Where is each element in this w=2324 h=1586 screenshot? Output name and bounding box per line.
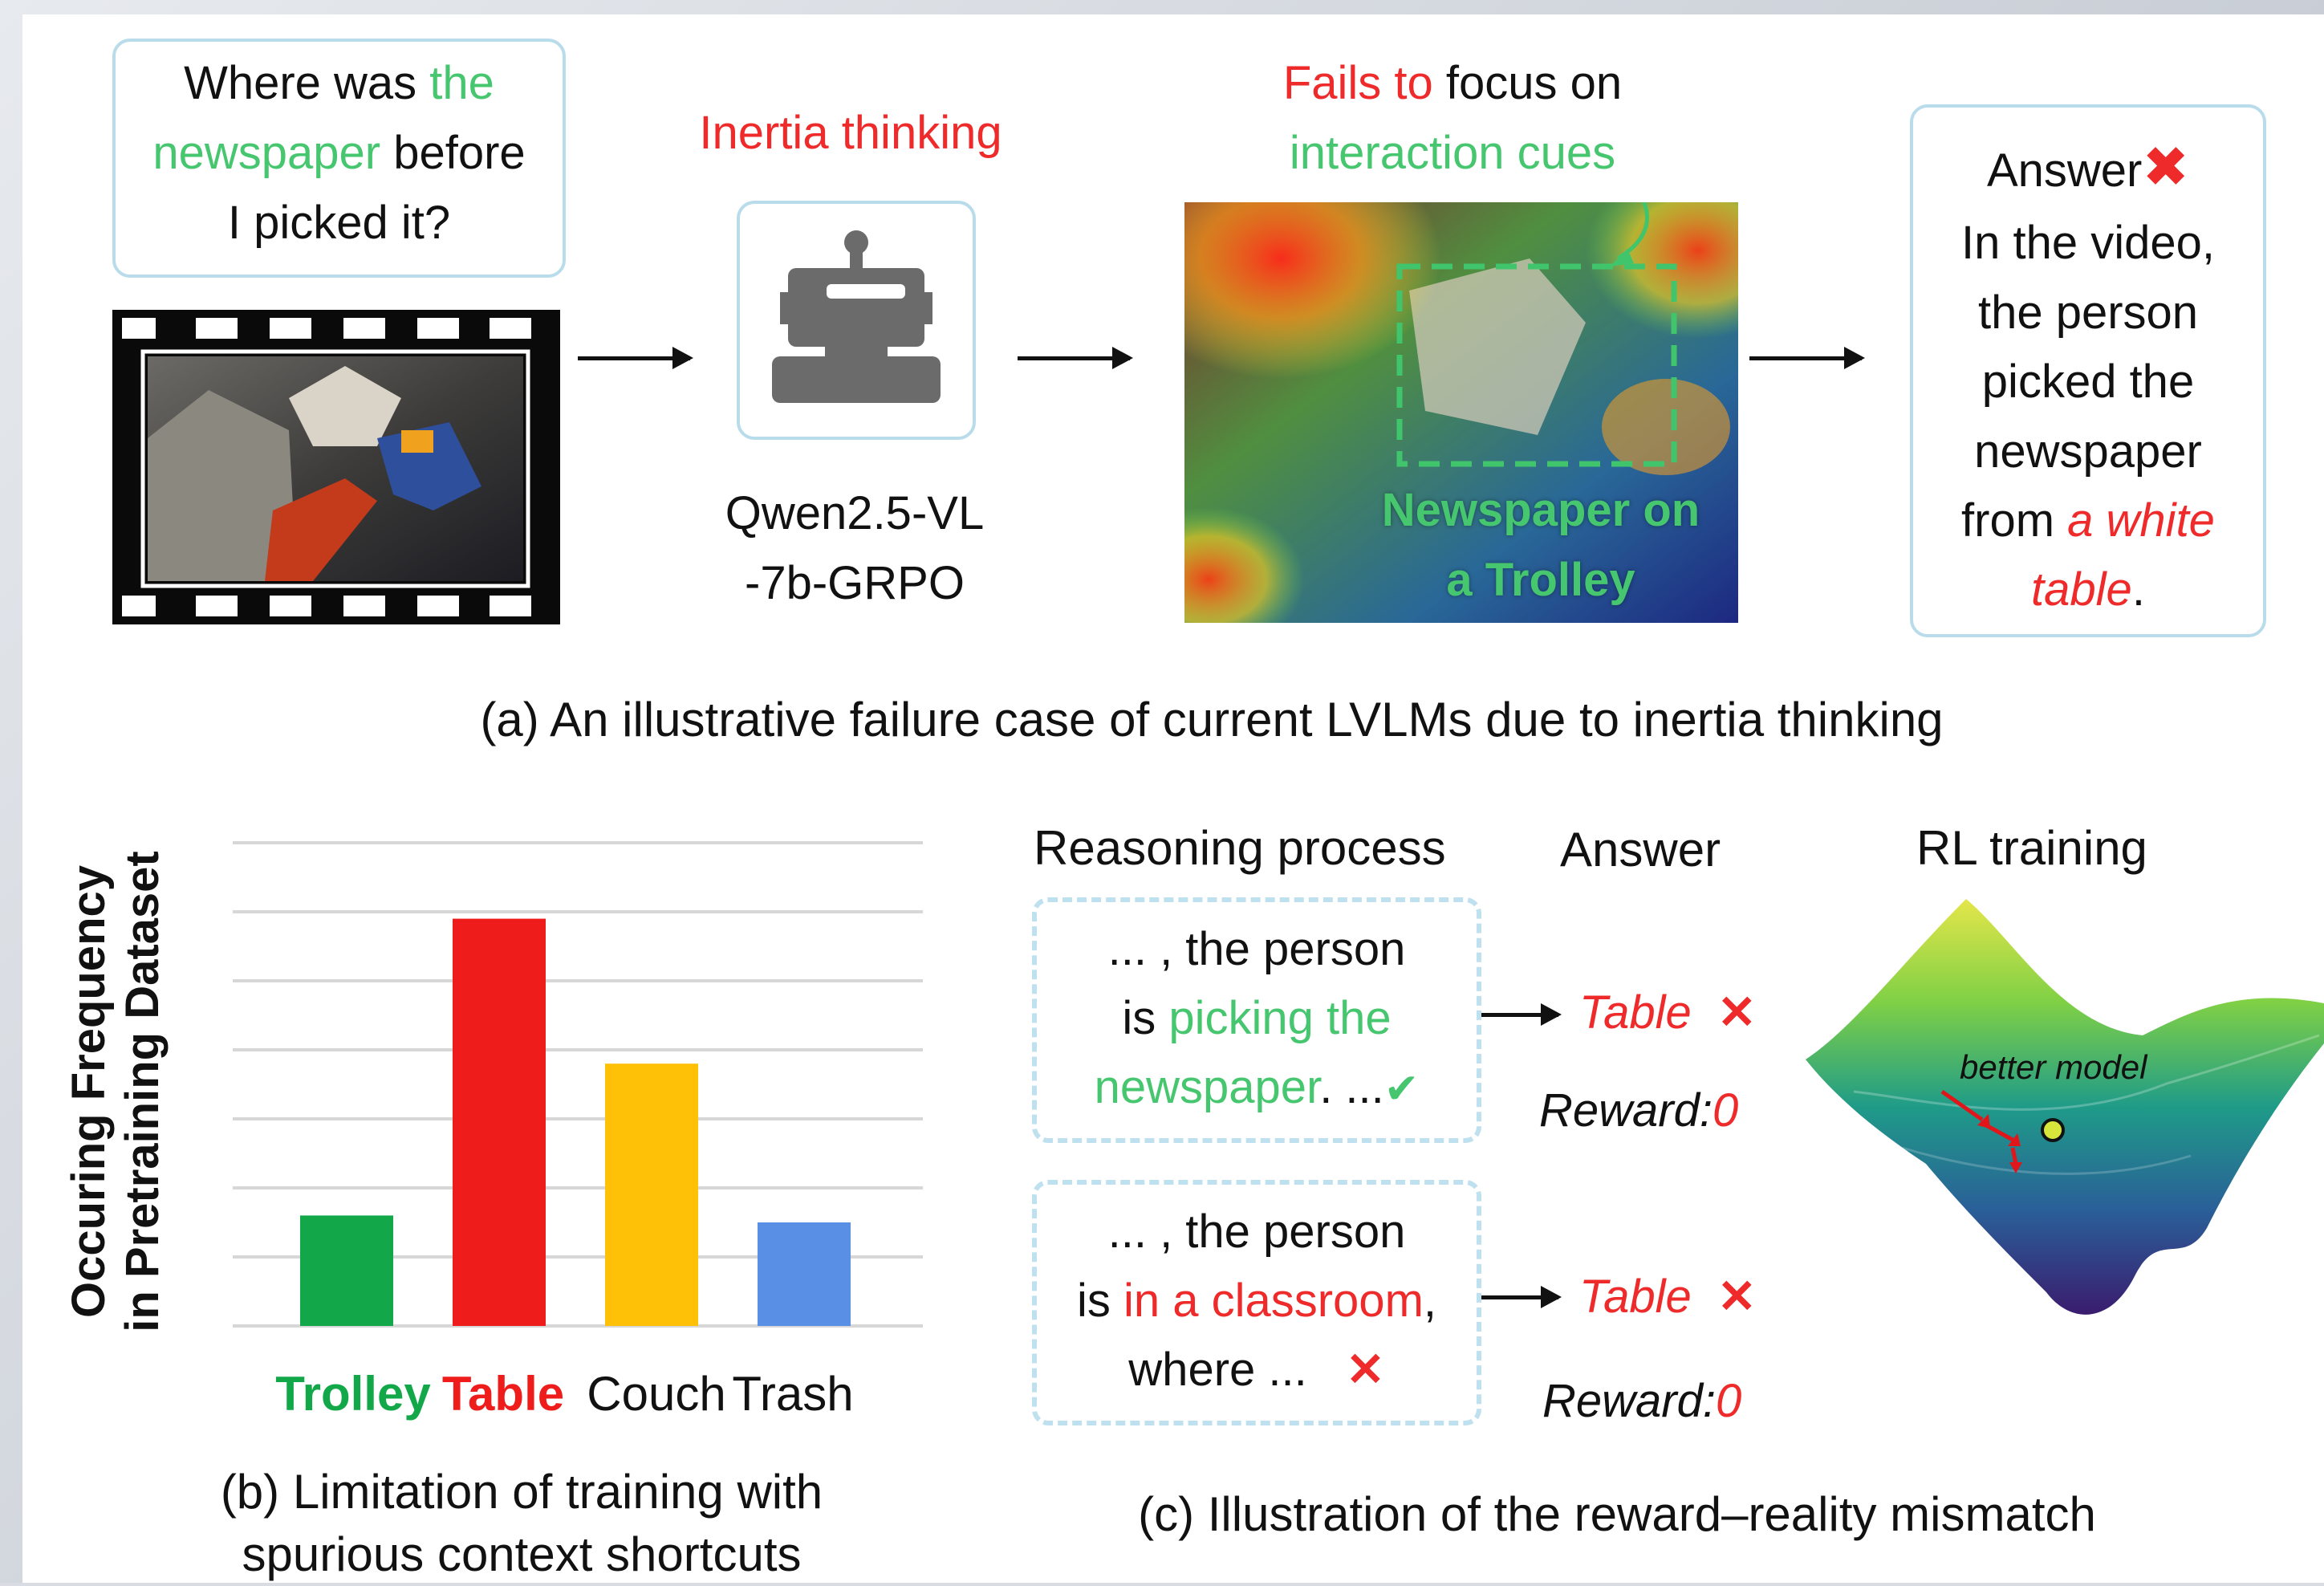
model-name-line: Qwen2.5-VL: [725, 487, 985, 539]
bar-trolley: [300, 1215, 393, 1326]
question-text: I picked it?: [227, 197, 451, 249]
answer-highlight: a white: [2067, 494, 2215, 547]
reasoning-text: ... , the person: [1107, 923, 1406, 975]
focus-cue-text: interaction cues: [1289, 127, 1616, 179]
arrow-reasoning2-to-answer: [1481, 1286, 1562, 1308]
reward-value: 0: [1712, 1084, 1739, 1137]
caption-b-line: spurious context shortcuts: [242, 1527, 802, 1581]
reasoning-text: ,: [1423, 1274, 1437, 1327]
reasoning-text: where ...: [1128, 1343, 1307, 1396]
answer-title: Answer: [1986, 144, 2143, 197]
focus-fail-word: Fails to: [1282, 57, 1433, 109]
reward-1: Reward:0: [1539, 1076, 1738, 1145]
bar-table: [453, 918, 546, 1326]
reasoning-box-spurious: ... , the person is in a classroom, wher…: [1032, 1180, 1481, 1425]
answer-text: picked the: [1981, 356, 2195, 409]
reasoning-text: is: [1122, 991, 1169, 1044]
caption-b-line: (b) Limitation of training with: [220, 1465, 823, 1519]
y-axis-label-line: Occuring Frequency: [63, 864, 115, 1319]
reasoning-text: ... , the person: [1107, 1206, 1406, 1258]
answer-highlight: table: [2031, 563, 2132, 616]
answer-text: In the video,: [1961, 217, 2215, 270]
heatmap-label-line: Newspaper on: [1381, 484, 1700, 536]
answer-text: newspaper: [1974, 425, 2202, 478]
arrow-heatmap-to-answer: [1749, 347, 1865, 369]
answer-result-1: Table ✕: [1579, 978, 1757, 1047]
arrow-video-to-model: [578, 347, 693, 369]
cross-icon: ✕: [1717, 986, 1757, 1039]
question-box: Where was the newspaper before I picked …: [112, 39, 566, 278]
answer-value: Table: [1579, 986, 1692, 1039]
model-name-line: -7b-GRPO: [745, 557, 965, 609]
header-rl: RL training: [1916, 821, 2147, 875]
cross-icon: ✕: [1346, 1343, 1385, 1396]
caption-c: (c) Illustration of the reward–reality m…: [1138, 1487, 2096, 1541]
x-tick-trash: Trash: [732, 1367, 854, 1421]
reward-label: Reward:: [1539, 1084, 1713, 1137]
answer-value: Table: [1579, 1271, 1692, 1323]
reward-value: 0: [1715, 1375, 1742, 1427]
answer-box: Answer✖ In the video, the person picked …: [1910, 104, 2266, 637]
wrong-answer-icon: ✖: [2142, 136, 2190, 198]
cross-icon: ✕: [1717, 1271, 1757, 1323]
y-axis-label-line: in Pretraining Dataset: [116, 851, 169, 1332]
film-strip-graphic: [122, 318, 531, 616]
reward-label: Reward:: [1542, 1375, 1716, 1427]
focus-failure-label: Fails to focus on interaction cues: [1123, 48, 1782, 188]
arrow-reasoning1-to-answer: [1481, 1003, 1562, 1026]
reasoning-text: . ...: [1319, 1060, 1384, 1113]
question-text: Where was: [184, 57, 430, 109]
reasoning-text: is: [1076, 1274, 1123, 1327]
caption-a: (a) An illustrative failure case of curr…: [480, 693, 1944, 746]
reward-2: Reward:0: [1542, 1366, 1741, 1436]
robot-icon: [772, 230, 941, 403]
video-film-strip: [112, 310, 560, 624]
header-answer: Answer: [1560, 823, 1721, 876]
bar-trash: [758, 1222, 851, 1326]
answer-result-2: Table ✕: [1579, 1262, 1757, 1332]
loss-landscape: better model: [1806, 891, 2324, 1340]
reasoning-highlight: newspaper: [1094, 1060, 1320, 1113]
heatmap-object-label: Newspaper on a Trolley: [1332, 475, 1749, 615]
model-name: Qwen2.5-VL -7b-GRPO: [666, 478, 1043, 618]
header-reasoning: Reasoning process: [1034, 821, 1446, 875]
question-highlight: the: [429, 57, 494, 109]
bar-chart: [233, 841, 923, 1328]
model-box: [737, 201, 976, 440]
x-tick-trolley: Trolley: [275, 1367, 431, 1421]
reasoning-highlight: in a classroom: [1123, 1274, 1424, 1327]
answer-text: from: [1961, 494, 2068, 547]
focus-text: focus on: [1432, 57, 1623, 109]
answer-text: the person: [1977, 286, 2199, 339]
caption-b: (b) Limitation of training with spurious…: [120, 1461, 923, 1586]
x-tick-table: Table: [441, 1367, 565, 1421]
inertia-label: Inertia thinking: [699, 107, 1002, 159]
question-highlight: newspaper: [152, 127, 381, 179]
x-tick-couch: Couch: [587, 1367, 726, 1421]
check-icon: ✔: [1383, 1065, 1420, 1112]
answer-text: .: [2131, 563, 2145, 616]
heatmap-label-line: a Trolley: [1446, 554, 1635, 606]
reasoning-box-correct: ... , the person is picking the newspape…: [1032, 897, 1481, 1143]
bar-couch: [605, 1063, 698, 1326]
landscape-label: better model: [1960, 1048, 2147, 1086]
arrow-model-to-heatmap: [1018, 347, 1133, 369]
reasoning-highlight: picking the: [1168, 991, 1392, 1044]
y-axis-label: Occuring Frequency in Pretraining Datase…: [63, 811, 169, 1372]
question-text: before: [380, 127, 526, 179]
loss-landscape-graphic: [1806, 899, 2324, 1315]
